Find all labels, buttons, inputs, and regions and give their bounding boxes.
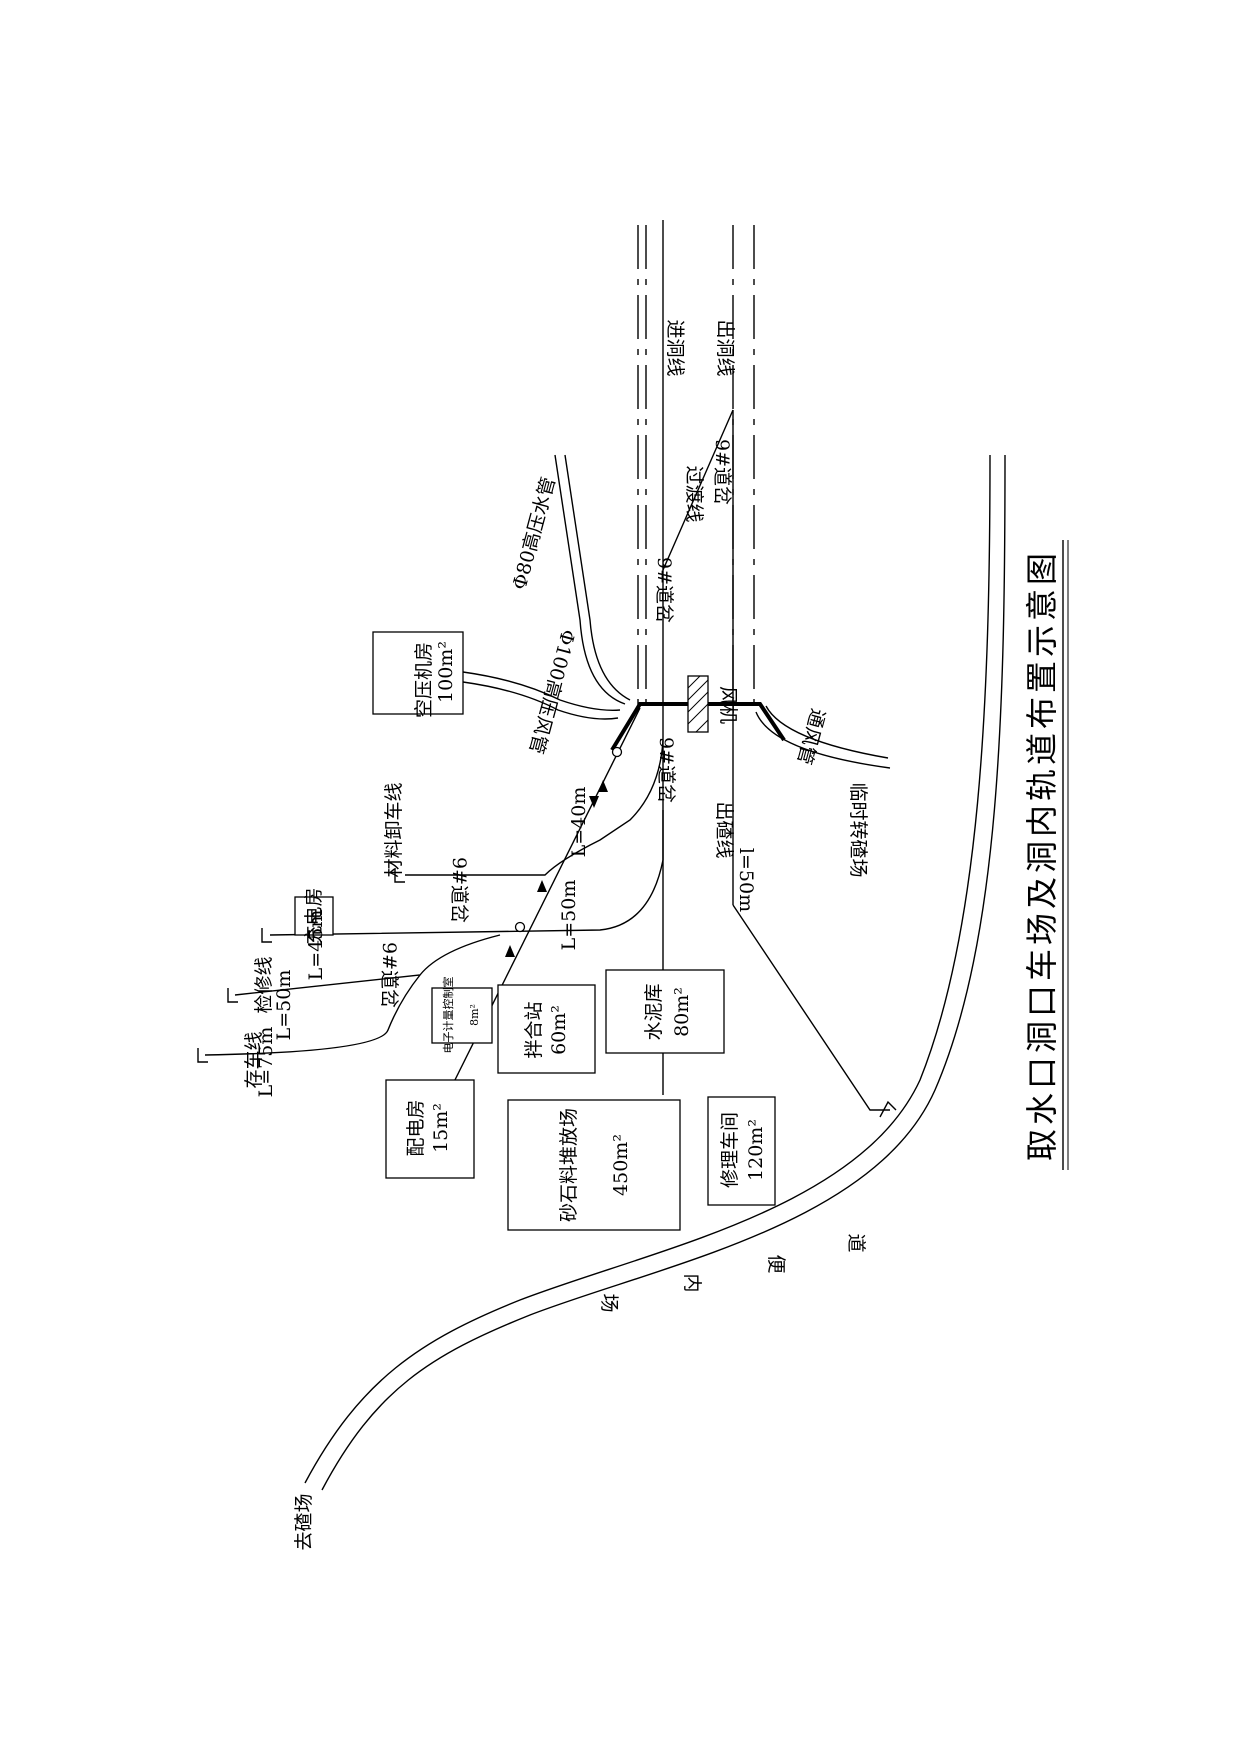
arrow-mark: [505, 945, 515, 957]
road-label-2: 内: [681, 1273, 703, 1292]
branch-45-label: L=45m: [305, 910, 327, 981]
fan-label: 风机: [717, 686, 739, 724]
aggregate-yard: 砂石料堆放场 450m²: [507, 1099, 681, 1231]
muck-out-line: [732, 904, 890, 1111]
repair-name: 修理车间: [719, 1112, 741, 1188]
control-name: 电子计量控制室: [441, 977, 455, 1054]
road-label-3: 便: [765, 1254, 787, 1273]
fan-duct-label: 通风管: [793, 706, 829, 767]
repair-area: 120m²: [745, 1119, 767, 1181]
arrow-mark: [589, 796, 599, 808]
cement-area: 80m²: [671, 987, 693, 1037]
air-pipe: [462, 671, 621, 720]
branch-75-label: L=75m: [255, 1027, 277, 1098]
end-stop: [394, 868, 405, 883]
turnout-marker: [611, 746, 623, 758]
turnout-marker: [514, 921, 526, 933]
siding-c-label: 检修线: [253, 956, 275, 1013]
muck-out-label: 出碴线: [713, 801, 735, 858]
repair-workshop: 修理车间 120m²: [707, 1096, 776, 1206]
air-compressor-area: 100m²: [435, 641, 457, 703]
branch-50b-label: L=50m: [273, 970, 295, 1041]
control-area: 8m²: [468, 1004, 481, 1026]
siding-d: [204, 974, 421, 1056]
turnout-label-lower: 9#道岔: [653, 557, 675, 623]
to-dump-label: 去碴场: [293, 1493, 315, 1550]
tunnel-tracks: [637, 220, 755, 1095]
charging-room: 充电房: [294, 887, 334, 945]
water-pipe: [554, 454, 631, 705]
cement-name: 水泥库: [643, 983, 665, 1040]
siding-c: [234, 934, 501, 996]
siding-a: [405, 739, 664, 876]
road-label-4: 道: [845, 1233, 867, 1252]
site-road: [304, 454, 1006, 1491]
diagram-title: 取水口洞口车场及洞内轨道布置示意图: [1023, 549, 1061, 1161]
arrow-mark: [537, 880, 547, 892]
arrow-mark: [598, 780, 608, 792]
siding-d-label: 存车线: [243, 1031, 265, 1088]
fan-hatch: [687, 675, 709, 733]
water-pipe-label: Φ80高压水管: [509, 475, 560, 593]
fan-duct: [755, 705, 891, 769]
branch-40-label: L=40m: [568, 787, 590, 858]
cement-store: 水泥库 80m²: [605, 969, 725, 1054]
end-stop: [227, 988, 238, 1003]
muck-length-label: l=50m: [735, 848, 757, 912]
crossover-label: 过渡线: [683, 465, 705, 522]
control-room: 电子计量控制室 8m²: [431, 977, 493, 1054]
aggregate-name: 砂石料堆放场: [558, 1108, 580, 1222]
turnout-label-yard-a: 9#道岔: [448, 857, 470, 923]
out-line-label: 出洞线: [714, 319, 736, 376]
mixing-area: 60m²: [548, 1005, 570, 1055]
turnout-label-yard-b: 9#道岔: [378, 942, 400, 1008]
road-label-1: 场: [598, 1293, 620, 1312]
turnout-label-portal: 9#道岔: [655, 737, 677, 803]
aggregate-area: 450m²: [610, 1134, 632, 1196]
end-stop: [261, 928, 272, 943]
in-line-label: 进洞线: [664, 319, 686, 376]
siding-a-label: 材料卸车线: [383, 782, 405, 877]
mixing-station: 拌合站 60m²: [497, 984, 596, 1074]
end-stop: [197, 1048, 208, 1063]
power-room: 配电房 15m²: [385, 1079, 475, 1179]
air-compressor-name: 空压机房: [413, 642, 435, 718]
power-area: 15m²: [430, 1103, 452, 1153]
air-compressor-room: 空压机房 100m²: [372, 631, 464, 718]
power-name: 配电房: [405, 1099, 427, 1156]
temp-muck-label: 临时转碴场: [847, 782, 869, 877]
air-pipe-label: Φ100高压风管: [525, 627, 579, 756]
crossover-line: [662, 409, 734, 571]
turnout-label-upper: 9#道岔: [711, 439, 733, 505]
siding-b: [269, 810, 664, 936]
charging-name: 充电房: [303, 887, 325, 944]
branch-50a-label: L=50m: [558, 880, 580, 951]
mixing-name: 拌合站: [523, 1001, 545, 1058]
end-stop: [879, 1100, 897, 1118]
